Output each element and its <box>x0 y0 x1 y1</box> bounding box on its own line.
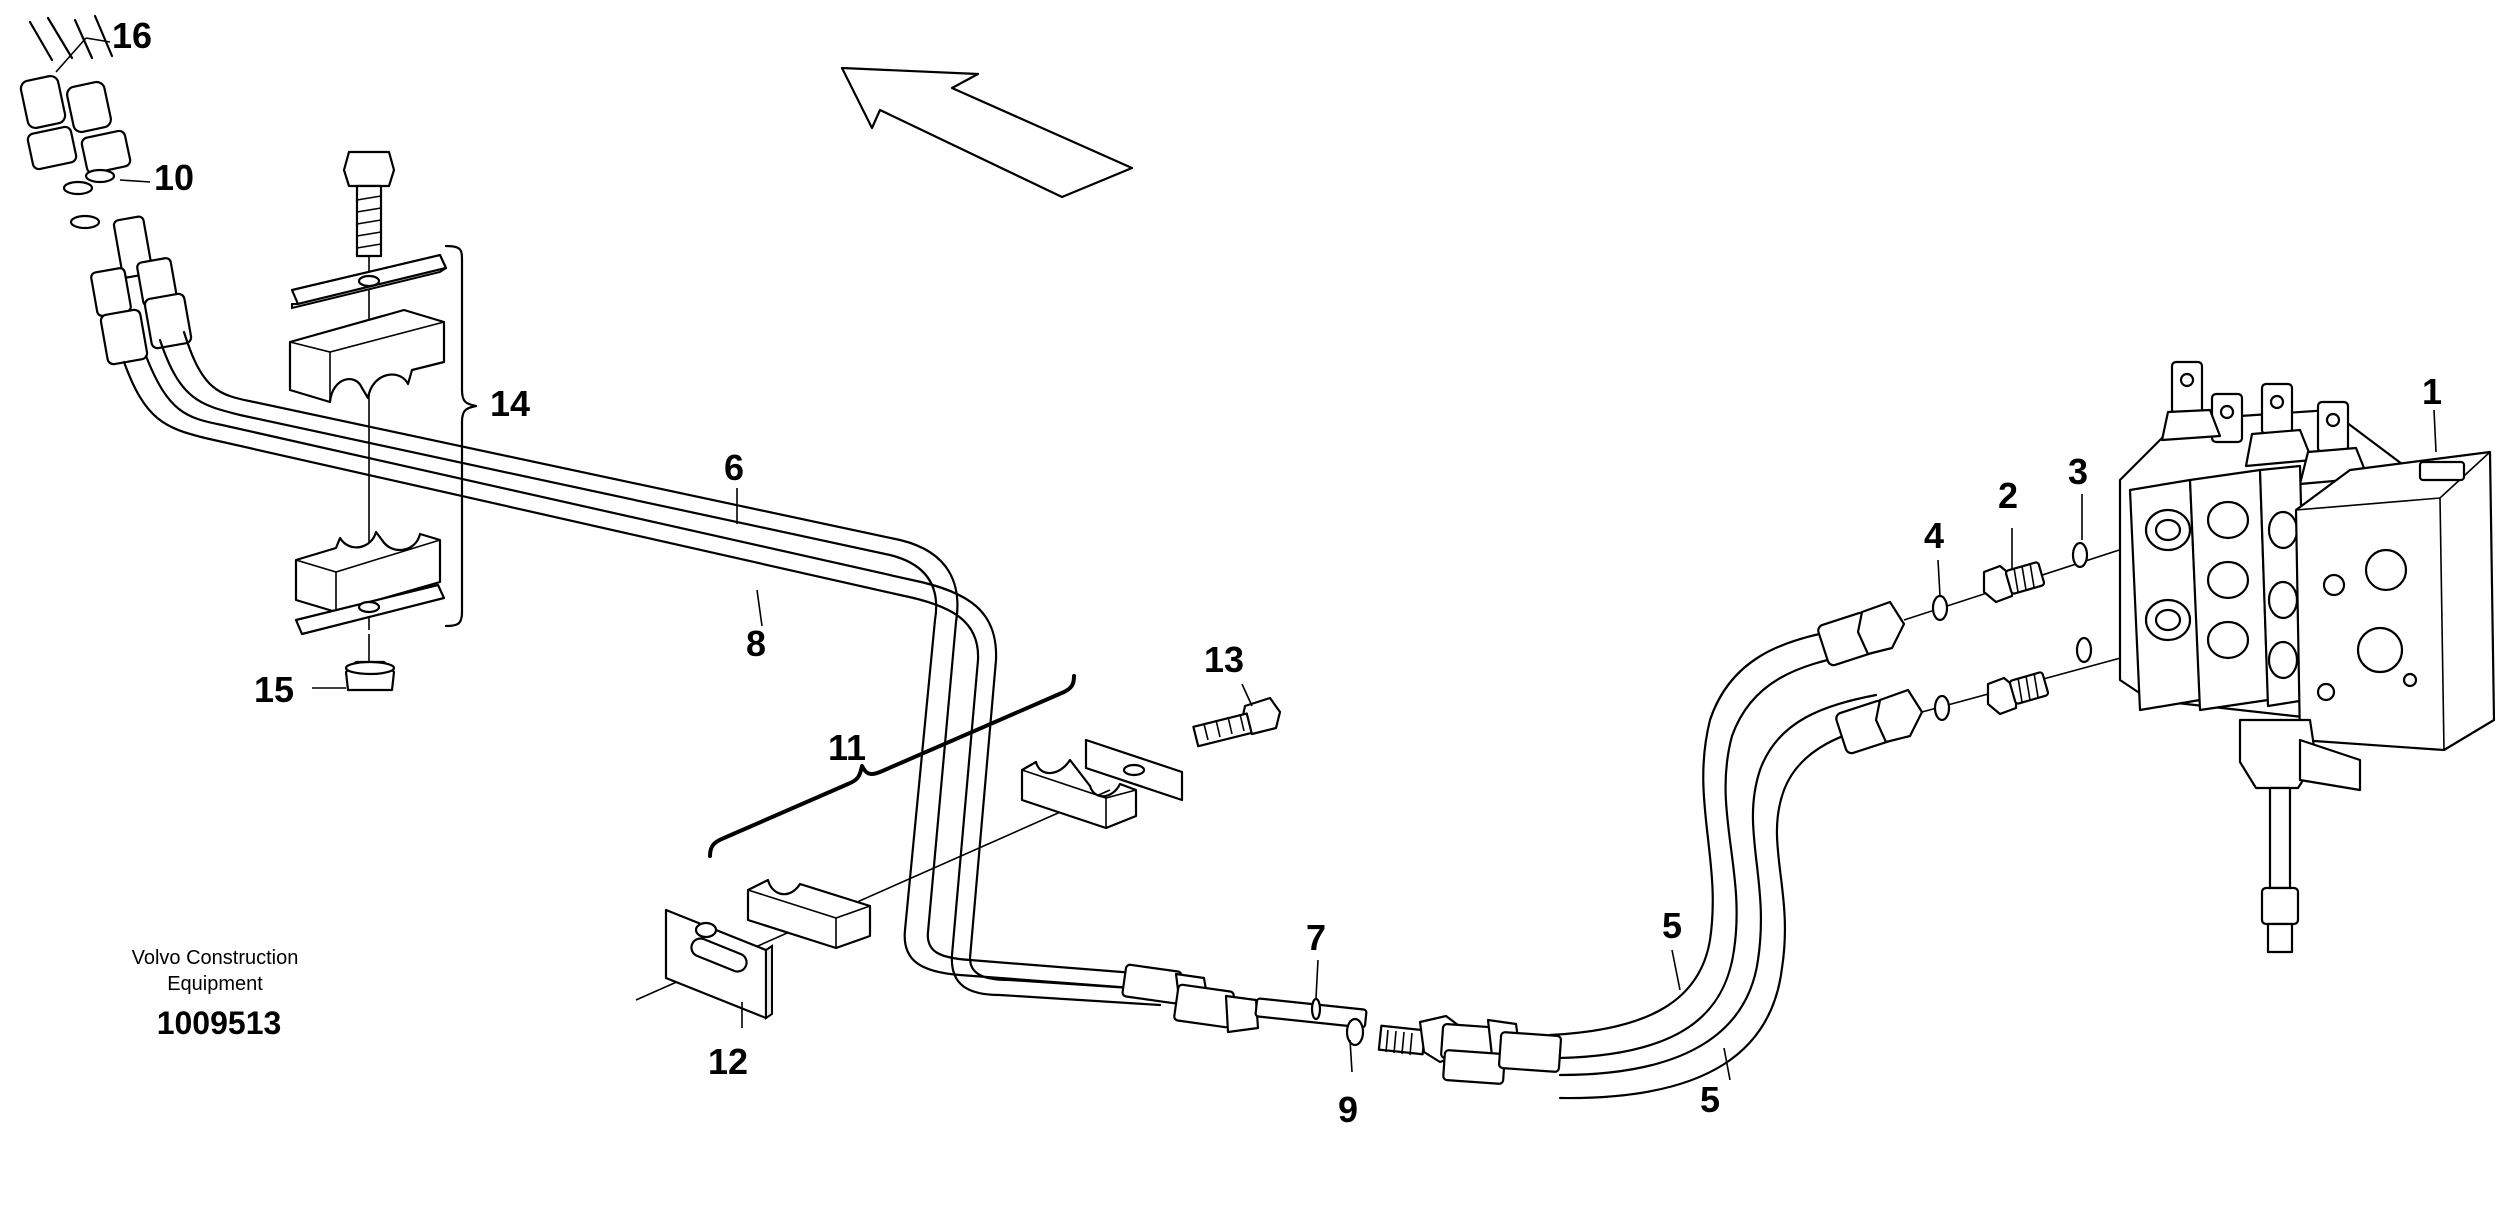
hose-5 <box>1548 628 1892 1100</box>
callout-2: 2 <box>1998 475 2018 516</box>
callout-16: 16 <box>112 15 152 56</box>
hose-ends-left <box>19 14 193 366</box>
control-valve-1 <box>2118 360 2496 954</box>
callout-4: 4 <box>1924 515 1944 556</box>
callout-3: 3 <box>2068 451 2088 492</box>
adapters-and-orings <box>1903 539 2151 722</box>
drawing-number: 1009513 <box>157 1005 282 1041</box>
direction-arrow <box>840 66 1134 199</box>
callout-5-lower: 5 <box>1700 1079 1720 1120</box>
drawing-caption: Volvo Construction Equipment 1009513 <box>132 947 299 1041</box>
hose-fittings-right <box>1817 600 1924 755</box>
callout-13: 13 <box>1204 639 1244 680</box>
callout-10: 10 <box>154 157 194 198</box>
callouts: 1 2 3 4 5 5 6 7 8 9 10 11 12 13 14 15 16 <box>112 15 2442 1130</box>
callout-9: 9 <box>1338 1089 1358 1130</box>
bracket-14 <box>444 244 478 628</box>
callout-14: 14 <box>490 383 530 424</box>
callout-7: 7 <box>1306 917 1326 958</box>
clamp-assembly-11 <box>635 696 1282 1020</box>
pipe-8 <box>122 354 1162 1007</box>
callout-8: 8 <box>746 623 766 664</box>
callout-5-upper: 5 <box>1662 905 1682 946</box>
callout-1: 1 <box>2422 371 2442 412</box>
bracket-11 <box>708 674 1076 858</box>
manufacturer-line-2: Equipment <box>167 973 263 995</box>
pipe-6 <box>158 330 1162 992</box>
callout-12: 12 <box>708 1041 748 1082</box>
leader-lines <box>55 37 2437 1081</box>
manufacturer-line-1: Volvo Construction <box>132 947 299 969</box>
callout-6: 6 <box>724 447 744 488</box>
callout-15: 15 <box>254 669 294 710</box>
callout-11: 11 <box>828 727 866 768</box>
clamp-assembly-14 <box>288 150 448 692</box>
pipe-connectors-center <box>1121 963 1563 1085</box>
